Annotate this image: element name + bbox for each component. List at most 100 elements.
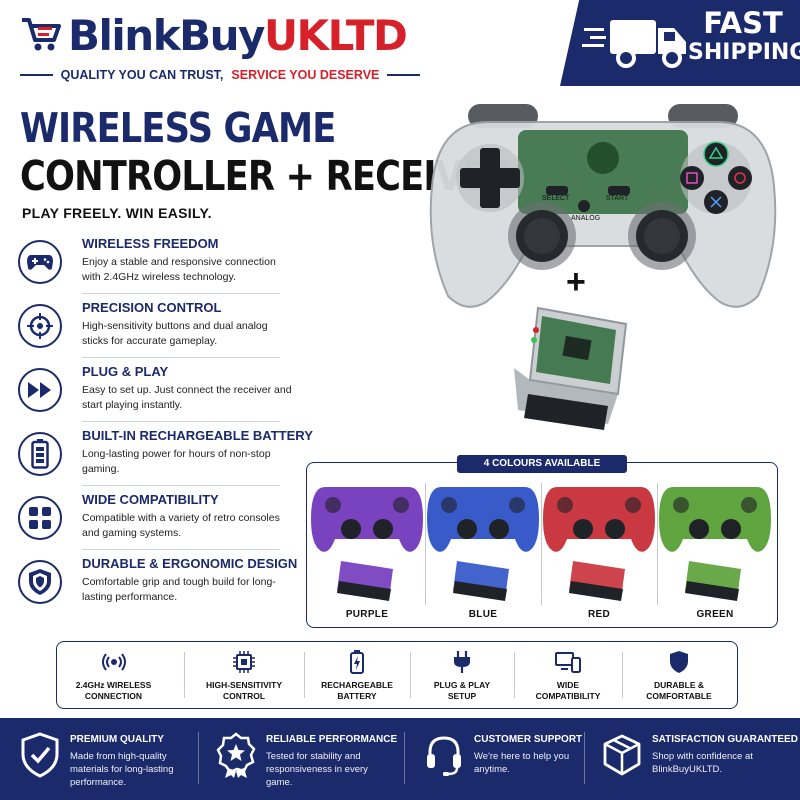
gamepad-icon (18, 240, 62, 284)
footer-body: Tested for stability and responsiveness … (266, 751, 368, 788)
start-label: START (606, 195, 629, 202)
wireless-controller-image: SELECT START ANALOG (429, 104, 777, 308)
feature-plug-and-play: PLUG & PLAY Easy to set up. Just connect… (18, 364, 292, 428)
shopping-cart-icon (22, 18, 61, 51)
crosshair-icon (18, 304, 62, 348)
tagline-part1: QUALITY YOU CAN TRUST, (60, 68, 224, 82)
shield-check-icon (21, 732, 59, 778)
blue-controller-image (427, 487, 539, 601)
feature-description: High-sensitivity buttons and dual analog… (82, 320, 268, 347)
subtitle: PLAY FREELY. WIN EASILY. (22, 205, 212, 221)
battery-icon (18, 432, 62, 476)
colour-option-purple[interactable]: PURPLE (311, 477, 423, 627)
headset-icon (427, 736, 461, 776)
shield-icon (670, 651, 688, 673)
tagline: QUALITY YOU CAN TRUST, SERVICE YOU DESER… (20, 64, 421, 86)
spec-line1: WIDE (556, 680, 580, 690)
colour-label: GREEN (696, 609, 734, 620)
spec-line2: COMFORTABLE (646, 691, 712, 701)
colour-label: BLUE (468, 609, 498, 620)
brand-logo: BlinkBuyUKLTD (20, 8, 408, 64)
plus-sign: + (566, 263, 586, 301)
fast-shipping-badge: FAST SHIPPING (560, 0, 800, 86)
footer-title: PREMIUM QUALITY (70, 734, 164, 745)
spec-line2: SETUP (447, 691, 477, 701)
spec-line2: COMPATIBILITY (535, 691, 601, 701)
footer-satisfaction-guaranteed: SATISFACTION GUARANTEED Shop with confid… (602, 718, 798, 800)
colour-option-green[interactable]: GREEN (659, 477, 771, 627)
feature-precision-control: PRECISION CONTROL High-sensitivity butto… (18, 300, 280, 364)
spec-durable: DURABLE &COMFORTABLE (622, 642, 736, 708)
spec-line1: PLUG & PLAY (433, 680, 491, 690)
colour-option-red[interactable]: RED (543, 477, 655, 627)
spec-line1: HIGH-SENSITIVITY (205, 680, 283, 690)
feature-wireless-freedom: WIRELESS FREEDOM Enjoy a stable and resp… (18, 236, 280, 300)
feature-title: PRECISION CONTROL (82, 300, 222, 315)
spec-line1: RECHARGEABLE (321, 680, 393, 690)
colours-header: 4 COLOURS AVAILABLE (457, 455, 627, 473)
award-star-icon (216, 732, 256, 778)
feature-description: Long-lasting power for hours of non-stop… (82, 448, 271, 475)
feature-rechargeable-battery: BUILT-IN RECHARGEABLE BATTERY Long-lasti… (18, 428, 313, 492)
delivery-truck-icon (582, 20, 686, 68)
box-icon (603, 734, 641, 776)
grid-icon (18, 496, 62, 540)
feature-title: DURABLE & ERGONOMIC DESIGN (82, 556, 298, 571)
feature-description: Comfortable grip and tough build for lon… (82, 576, 276, 603)
footer-body: Made from high-quality materials for lon… (70, 751, 174, 788)
purple-controller-image (311, 487, 423, 601)
footer-premium-quality: PREMIUM QUALITY Made from high-quality m… (20, 718, 200, 800)
footer-body: Shop with confidence at BlinkBuyUKLTD. (652, 751, 753, 775)
feature-title: WIRELESS FREEDOM (82, 236, 219, 251)
wireless-signal-icon (101, 653, 126, 671)
chip-icon (233, 651, 255, 673)
colour-options-panel: 4 COLOURS AVAILABLE PURPLE BLUE (306, 455, 778, 628)
feature-wide-compatibility: WIDE COMPATIBILITY Compatible with a var… (18, 492, 280, 556)
feature-description: Compatible with a variety of retro conso… (82, 512, 280, 539)
spec-line2: CONTROL (222, 691, 266, 701)
plug-icon (454, 651, 470, 673)
title-line2: CONTROLLER + RECEIVER (20, 152, 512, 200)
title-line1: WIRELESS GAME (20, 104, 336, 152)
analog-label: ANALOG (571, 215, 600, 222)
shield-icon (18, 560, 62, 604)
feature-title: WIDE COMPATIBILITY (82, 492, 219, 507)
spec-line2: BATTERY (337, 691, 377, 701)
spec-line2: CONNECTION (84, 691, 143, 701)
green-controller-image (659, 487, 771, 601)
footer-body: We're here to help you anytime. (474, 751, 570, 775)
footer-customer-support: CUSTOMER SUPPORT We're here to help you … (424, 718, 594, 800)
feature-durable-ergonomic: DURABLE & ERGONOMIC DESIGN Comfortable g… (18, 556, 297, 620)
select-label: SELECT (542, 195, 570, 202)
battery-charge-icon (350, 650, 364, 674)
red-controller-image (543, 487, 655, 601)
spec-line1: 2.4GHz WIRELESS (75, 680, 152, 690)
colour-option-blue[interactable]: BLUE (427, 477, 539, 627)
brand-name-part1: BlinkBuy (68, 11, 265, 60)
shipping-line1: FAST (703, 6, 783, 40)
devices-icon (555, 652, 581, 673)
shipping-line2: SHIPPING (688, 40, 800, 65)
feature-description: Enjoy a stable and responsive connection… (82, 256, 276, 283)
footer-title: SATISFACTION GUARANTEED (652, 734, 798, 745)
colour-label: PURPLE (345, 609, 389, 620)
footer-title: CUSTOMER SUPPORT (474, 734, 583, 745)
feature-title: PLUG & PLAY (82, 364, 169, 379)
spec-line1: DURABLE & (653, 680, 705, 690)
product-title: WIRELESS GAME CONTROLLER + RECEIVER (20, 104, 512, 200)
fast-forward-icon (18, 368, 62, 412)
footer-title: RELIABLE PERFORMANCE (266, 734, 398, 745)
footer-bar: PREMIUM QUALITY Made from high-quality m… (0, 718, 800, 800)
wireless-receiver-image (514, 306, 628, 430)
tagline-part2: SERVICE YOU DESERVE (231, 68, 380, 82)
colour-label: RED (587, 609, 610, 620)
feature-title: BUILT-IN RECHARGEABLE BATTERY (82, 428, 313, 443)
footer-reliable-performance: RELIABLE PERFORMANCE Tested for stabilit… (216, 718, 398, 800)
brand-name-part2: UKLTD (263, 11, 408, 60)
